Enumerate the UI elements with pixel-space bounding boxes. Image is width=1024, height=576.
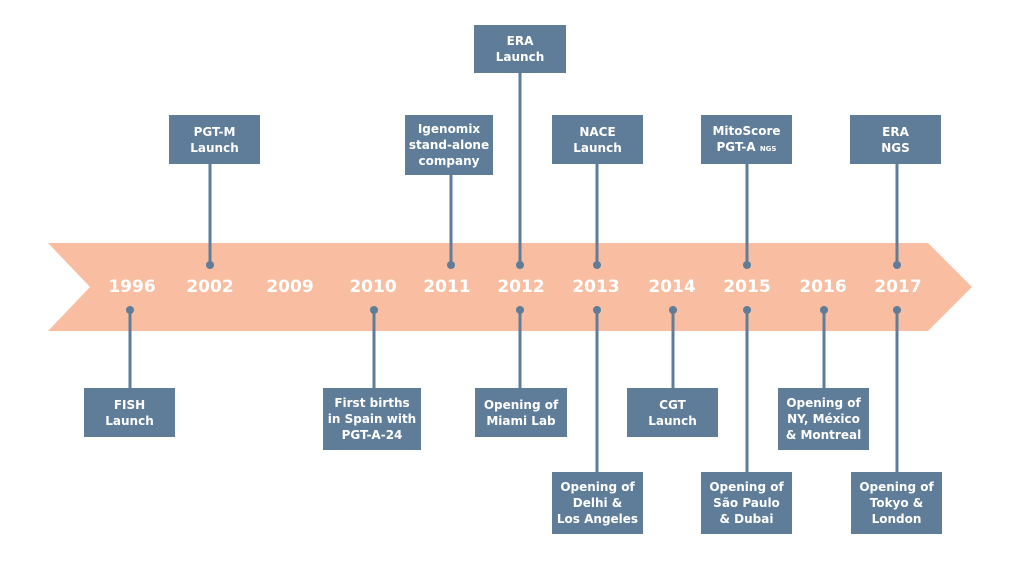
milestone-delhi-la: Opening of Delhi & Los Angeles <box>552 472 643 534</box>
delhi-line1: Opening of <box>560 480 635 494</box>
mitoscore-line2: PGT-A NGS <box>717 139 777 157</box>
connector-dot-2010 <box>370 306 378 314</box>
tokyo-line1: Opening of <box>859 480 934 494</box>
year-2002: 2002 <box>186 277 234 297</box>
tokyo-line3: London <box>871 512 922 526</box>
connector-dot-2014 <box>669 306 677 314</box>
nace-launch-line1: NACE <box>579 124 616 139</box>
year-2013: 2013 <box>572 277 620 297</box>
milestone-igenomix-standalone: Igenomix stand-alone company <box>405 115 493 175</box>
milestone-era-ngs: ERA NGS <box>850 115 941 164</box>
fish-launch-line1: FISH <box>113 397 146 412</box>
milestone-miami-lab: Opening of Miami Lab <box>475 388 567 437</box>
connector-dot-2013-bottom <box>593 306 601 314</box>
saopaulo-line2: São Paulo <box>713 496 780 510</box>
ny-line2: NY, México <box>787 412 860 426</box>
mitoscore-line1: MitoScore <box>712 123 781 138</box>
delhi-line3: Los Angeles <box>556 512 639 526</box>
igenomix-line1: Igenomix <box>417 122 481 136</box>
mitoscore-line2-main: PGT-A <box>716 139 756 154</box>
first-births-line3: PGT-A-24 <box>341 428 403 442</box>
connector-dot-2015-top <box>743 261 751 269</box>
milestone-pgtm-launch: PGT-M Launch <box>169 115 260 164</box>
connector-dot-2002 <box>206 261 214 269</box>
year-2016: 2016 <box>799 277 847 297</box>
era-ngs-line2: NGS <box>881 140 910 155</box>
milestone-fish-launch: FISH Launch <box>84 388 175 437</box>
cgt-launch-line1: CGT <box>659 397 686 412</box>
milestone-nace-launch: NACE Launch <box>552 115 643 164</box>
connector-dot-2012-top <box>516 261 524 269</box>
milestone-era-launch: ERA Launch <box>474 25 566 73</box>
miami-lab-line2: Miami Lab <box>486 413 556 428</box>
milestone-first-births: First births in Spain with PGT-A-24 <box>323 388 421 450</box>
era-launch-line2: Launch <box>495 50 545 64</box>
connector-dot-2016 <box>820 306 828 314</box>
milestone-cgt-launch: CGT Launch <box>627 388 718 437</box>
year-2010: 2010 <box>349 277 397 297</box>
miami-lab-line1: Opening of <box>483 397 559 412</box>
connector-dot-2015-bottom <box>743 306 751 314</box>
era-launch-line1: ERA <box>506 34 534 48</box>
year-2014: 2014 <box>648 277 696 297</box>
ny-line3: & Montreal <box>785 428 862 442</box>
milestone-ny-mexico-montreal: Opening of NY, México & Montreal <box>778 388 869 450</box>
fish-launch-line2: Launch <box>105 413 154 428</box>
tokyo-line2: Tokyo & <box>869 496 924 510</box>
connector-dot-2017-top <box>893 261 901 269</box>
ny-line1: Opening of <box>786 396 861 410</box>
pgtm-launch-line2: Launch <box>190 140 239 155</box>
igenomix-line2: stand-alone <box>408 138 490 152</box>
cgt-launch-line2: Launch <box>648 413 697 428</box>
saopaulo-line3: & Dubai <box>719 512 774 526</box>
saopaulo-line1: Opening of <box>709 480 784 494</box>
milestone-mitoscore-pgta: MitoScore PGT-A NGS <box>701 115 792 164</box>
milestone-tokyo-london: Opening of Tokyo & London <box>851 472 942 534</box>
first-births-line2: in Spain with <box>327 412 417 426</box>
pgtm-launch-line1: PGT-M <box>193 124 236 139</box>
nace-launch-line2: Launch <box>573 140 622 155</box>
connector-dot-2017-bottom <box>893 306 901 314</box>
connector-dot-1996 <box>126 306 134 314</box>
igenomix-line3: company <box>418 154 480 168</box>
milestone-saopaulo-dubai: Opening of São Paulo & Dubai <box>701 472 792 534</box>
year-2017: 2017 <box>874 277 922 297</box>
year-2012: 2012 <box>497 277 545 297</box>
era-ngs-line1: ERA <box>882 124 909 139</box>
mitoscore-line2-suffix: NGS <box>759 144 777 153</box>
timeline-arrow <box>48 243 972 331</box>
connector-dot-2012-bottom <box>516 306 524 314</box>
first-births-line1: First births <box>334 396 410 410</box>
connector-dot-2011 <box>447 261 455 269</box>
year-2015: 2015 <box>723 277 771 297</box>
connector-dot-2013-top <box>593 261 601 269</box>
year-1996: 1996 <box>108 277 156 297</box>
year-2009: 2009 <box>266 277 314 297</box>
delhi-line2: Delhi & <box>572 496 623 510</box>
year-2011: 2011 <box>423 277 471 297</box>
